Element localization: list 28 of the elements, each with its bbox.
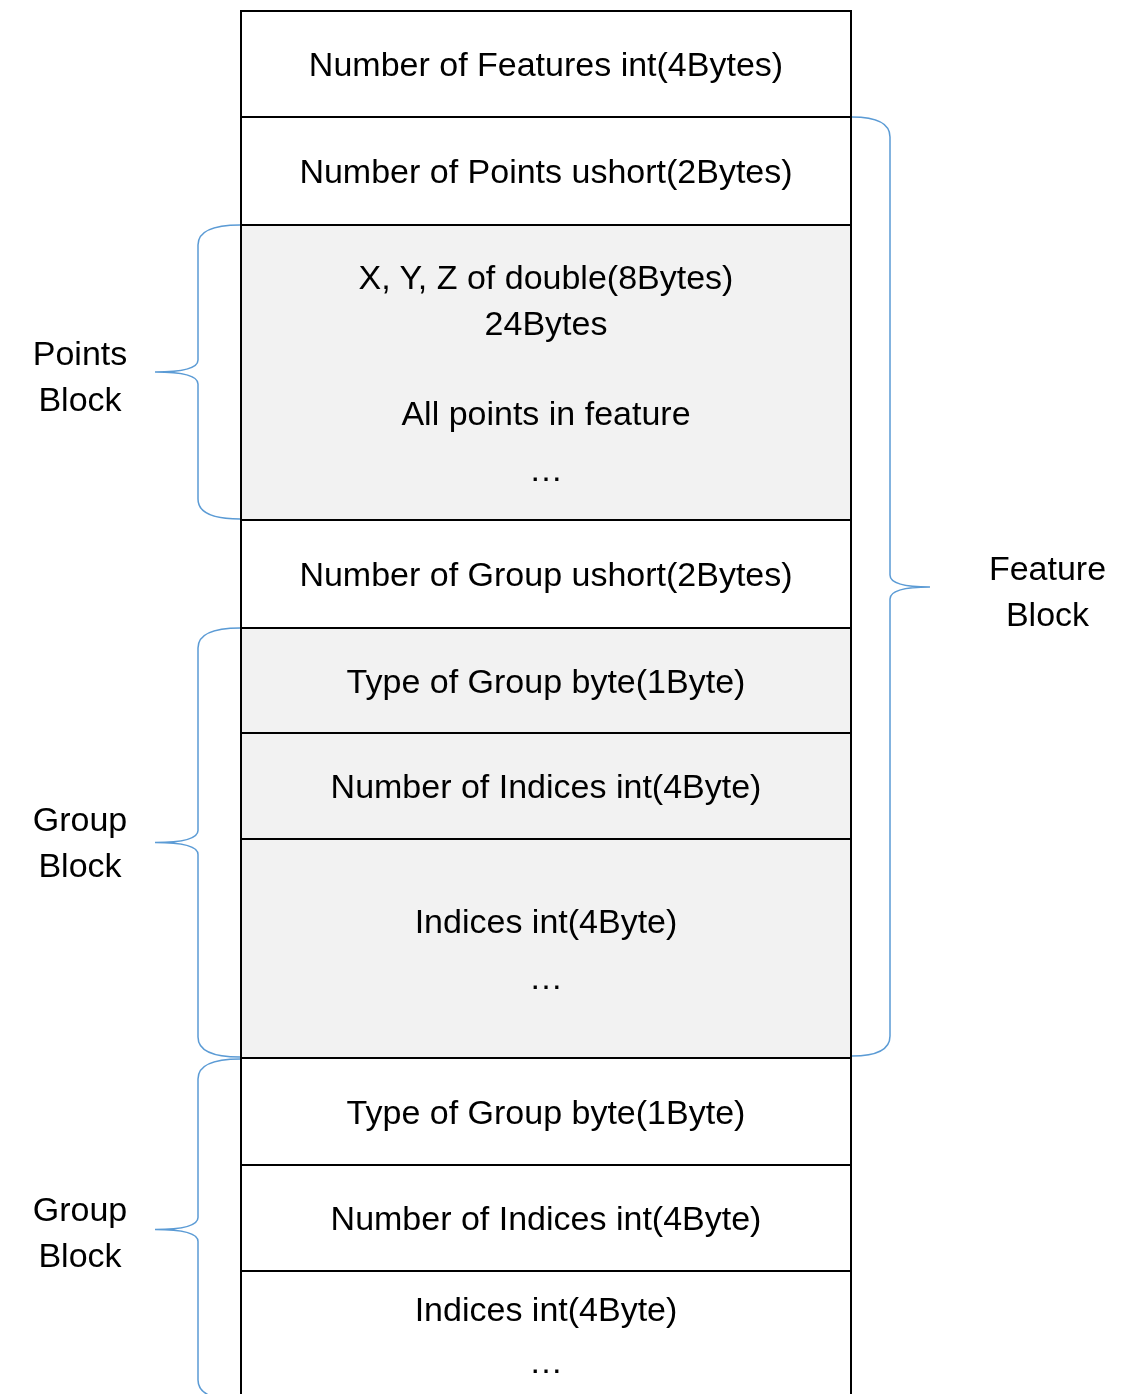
field-text: All points in feature bbox=[401, 392, 691, 434]
field-text: Indices int(4Byte) bbox=[414, 900, 678, 942]
memory-field-box bbox=[240, 1270, 852, 1394]
memory-field-box bbox=[240, 838, 852, 1059]
field-text: X, Y, Z of double(8Bytes) 24Bytes bbox=[357, 256, 735, 344]
field-text: Type of Group byte(1Byte) bbox=[346, 1091, 746, 1133]
memory-field-box bbox=[240, 627, 852, 734]
field-text: Indices int(4Byte) bbox=[414, 1289, 678, 1330]
memory-field-box bbox=[240, 1057, 852, 1166]
bracket-label: Group Block bbox=[31, 799, 129, 886]
bracket-label: Points Block bbox=[31, 333, 129, 420]
memory-field-box bbox=[240, 732, 852, 840]
memory-field-box bbox=[240, 1164, 852, 1272]
memory-field-box bbox=[240, 10, 852, 118]
field-text: Number of Points ushort(2Bytes) bbox=[299, 151, 793, 192]
ellipsis-text: … bbox=[529, 448, 563, 490]
field-text: Number of Indices int(4Byte) bbox=[330, 1198, 762, 1239]
ellipsis-text: … bbox=[529, 1341, 563, 1382]
memory-field-box bbox=[240, 116, 852, 226]
field-text: Number of Group ushort(2Bytes) bbox=[299, 554, 793, 595]
bracket-label: Group Block bbox=[31, 1189, 129, 1276]
ellipsis-text: … bbox=[529, 956, 563, 998]
memory-field-box bbox=[240, 519, 852, 629]
bracket-label: Feature Block bbox=[987, 548, 1108, 635]
field-text: Number of Indices int(4Byte) bbox=[330, 766, 762, 807]
field-text: Type of Group byte(1Byte) bbox=[346, 660, 746, 702]
field-text: Number of Features int(4Bytes) bbox=[308, 44, 784, 85]
memory-field-box bbox=[240, 224, 852, 521]
